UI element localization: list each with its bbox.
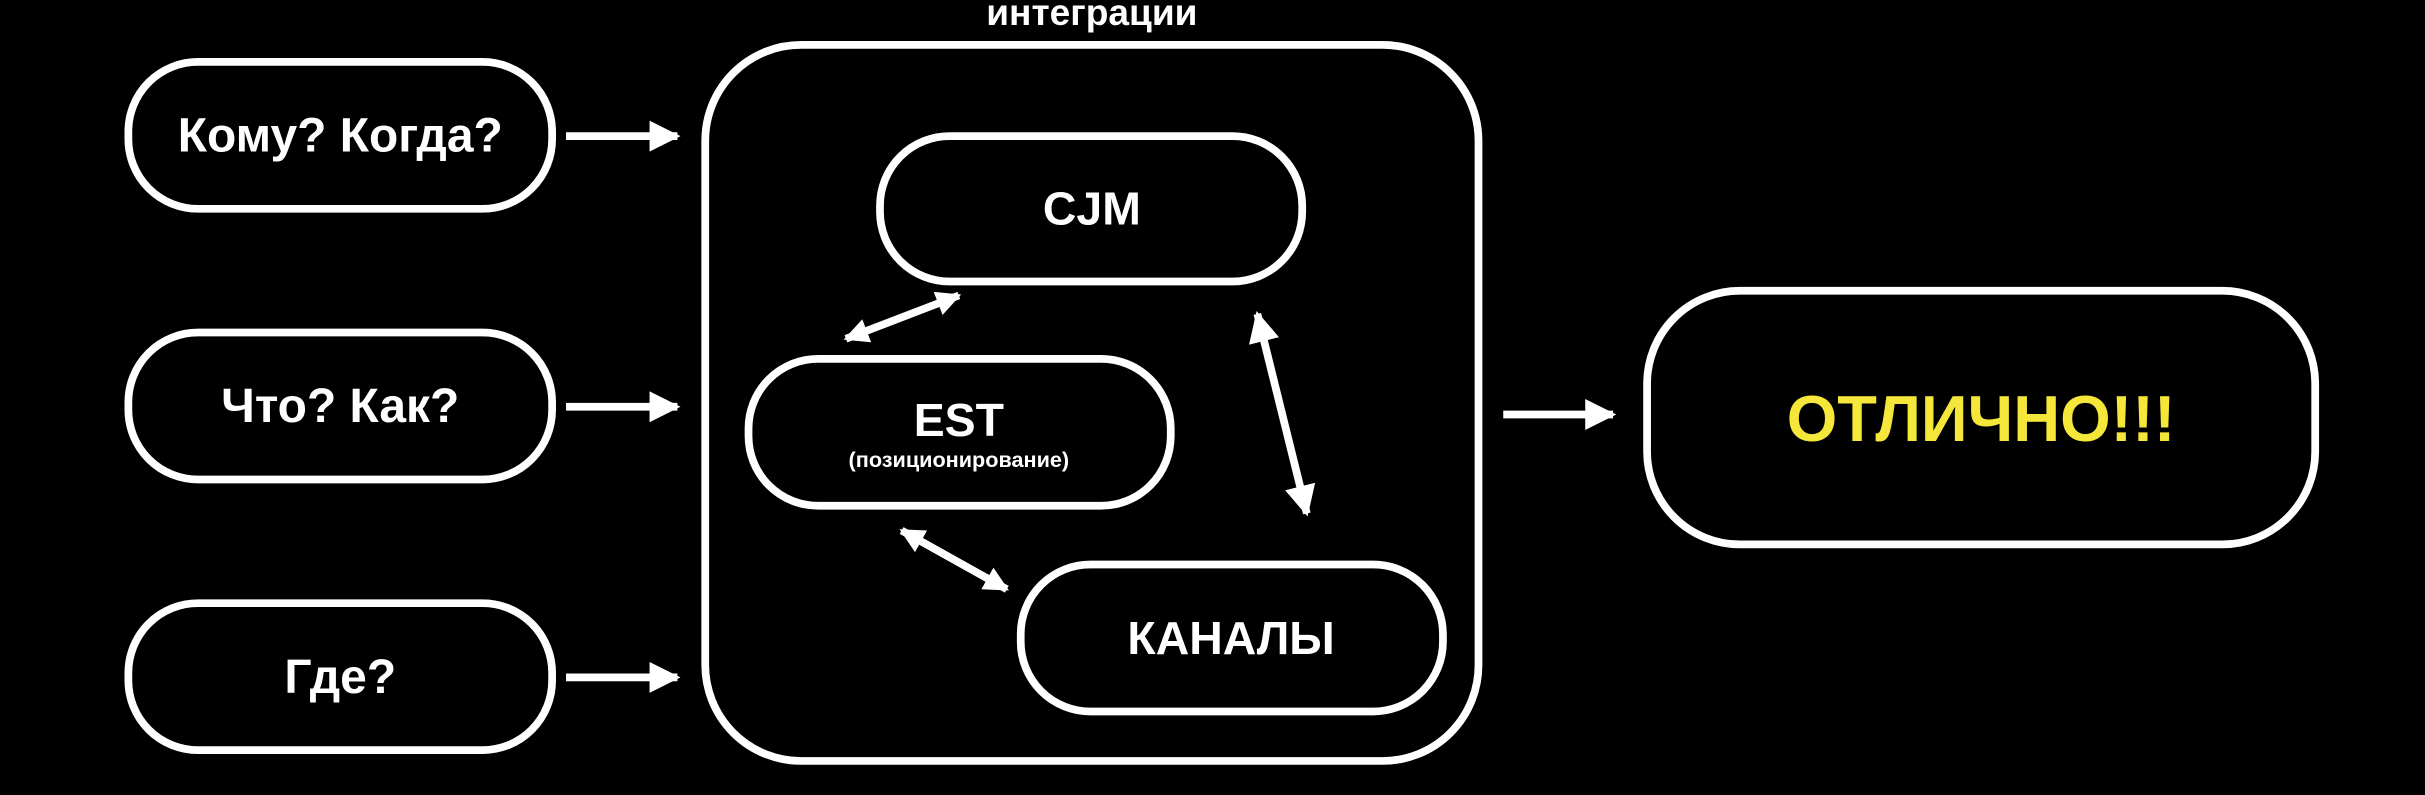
input-box-who-when: Кому? Когда? <box>124 58 556 213</box>
channels-label: КАНАЛЫ <box>1127 612 1334 664</box>
double-arrow-est-channels <box>899 527 1009 593</box>
input-box-what-how: Что? Как? <box>124 328 556 484</box>
cjm-label: CJM <box>1043 182 1141 234</box>
input-label: Что? Как? <box>221 380 459 433</box>
input-label: Кому? Когда? <box>178 110 503 163</box>
double-arrow-est-cjm <box>843 291 962 343</box>
est-sublabel: (позиционирование) <box>849 447 1070 472</box>
cjm-box: CJM <box>876 132 1307 286</box>
input-box-where: Где? <box>124 599 556 754</box>
channels-box: КАНАЛЫ <box>1016 560 1447 716</box>
result-label: ОТЛИЧНО!!! <box>1787 382 2176 455</box>
double-arrow-cjm-channels <box>1249 310 1316 517</box>
est-box: EST (позиционирование) <box>744 354 1175 510</box>
integration-title: интеграции <box>986 0 1197 33</box>
result-box: ОТЛИЧНО!!! <box>1643 286 2320 549</box>
input-label: Где? <box>284 651 396 704</box>
est-label: EST <box>914 394 1004 446</box>
